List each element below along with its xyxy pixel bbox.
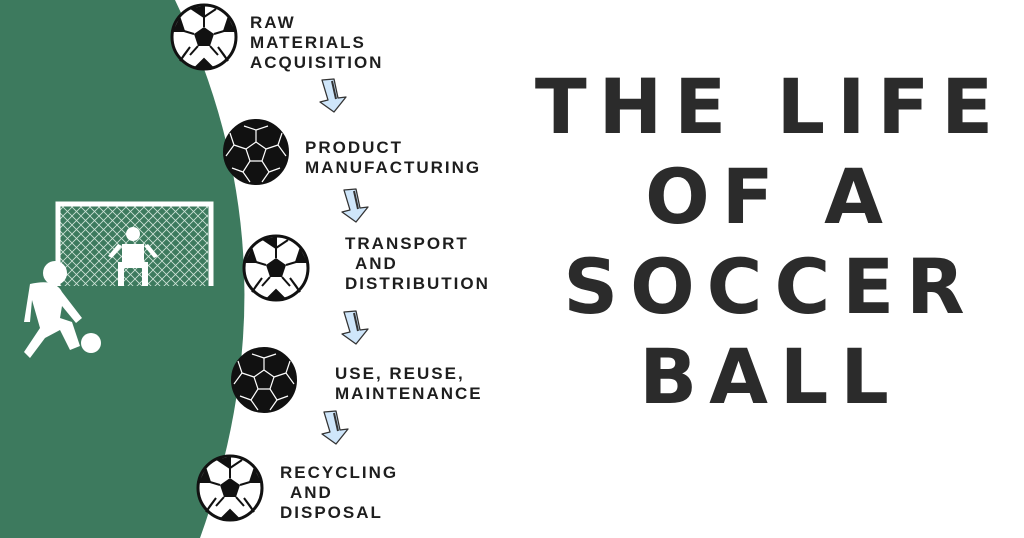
step-label-line: RAW [250, 13, 296, 32]
dark-ball-icon [222, 118, 290, 186]
classic-ball-icon [196, 454, 264, 522]
step-label-line: DISTRIBUTION [345, 274, 490, 293]
down-arrow-icon [338, 188, 372, 224]
step-label-line: USE, REUSE, [335, 364, 465, 383]
goalkeeper-icon [108, 227, 158, 286]
down-arrow-icon [338, 310, 372, 346]
step-label-line: MAINTENANCE [335, 384, 483, 403]
step-label-line: DISPOSAL [280, 503, 383, 522]
step-label-line: PRODUCT [305, 138, 404, 157]
page-title: THE LIFE OF A SOCCER BALL [520, 62, 1020, 422]
step-label-line: AND [290, 483, 333, 502]
step-label-line: TRANSPORT [345, 234, 469, 253]
step-label: USE, REUSE,MAINTENANCE [335, 364, 483, 404]
dark-ball-icon [230, 346, 298, 414]
title-line: SOCCER [563, 242, 977, 331]
title-line: BALL [639, 332, 901, 421]
down-arrow-icon [318, 410, 352, 446]
player-icon [24, 261, 101, 358]
step-label-line: MANUFACTURING [305, 158, 482, 177]
step-label-line: MATERIALS [250, 33, 366, 52]
classic-ball-icon [170, 3, 238, 71]
step-label-line: AND [355, 254, 398, 273]
down-arrow-icon [316, 78, 350, 114]
title-line: THE LIFE [534, 62, 1006, 151]
step-label-line: RECYCLING [280, 463, 399, 482]
classic-ball-icon [242, 234, 310, 302]
title-line: OF A [645, 152, 895, 241]
step-label-line: ACQUISITION [250, 53, 384, 72]
